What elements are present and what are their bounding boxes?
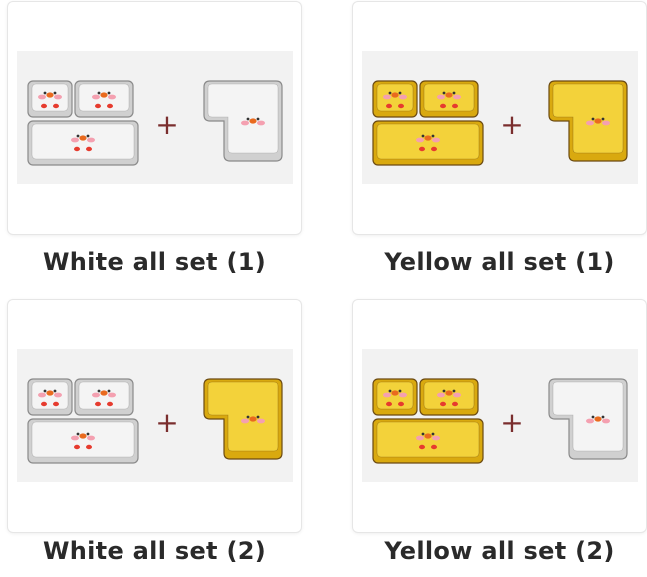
- chick-face: [416, 432, 440, 450]
- plus-sign: +: [500, 406, 523, 439]
- chick-face: [92, 91, 116, 109]
- chick-face: [38, 389, 62, 407]
- wide-keycap: [27, 418, 139, 464]
- product-caption[interactable]: Yellow all set (1): [384, 248, 615, 276]
- wide-keycap: [27, 120, 139, 166]
- l-shaped-keycap: [548, 378, 628, 460]
- small-keycap: [74, 80, 134, 118]
- chick-face: [416, 134, 440, 152]
- small-keycap: [27, 80, 73, 118]
- chick-face: [71, 432, 95, 450]
- wide-keycap: [372, 418, 484, 464]
- keycap-group: [372, 80, 484, 166]
- product-caption[interactable]: White all set (1): [42, 248, 267, 276]
- chick-face: [437, 91, 461, 109]
- small-keycap: [419, 378, 479, 416]
- keycap-set-image: +: [17, 349, 293, 482]
- product-card-white-set-2[interactable]: +: [8, 300, 301, 532]
- chick-face: [241, 117, 265, 126]
- keycap-group: [27, 80, 139, 166]
- small-keycap: [74, 378, 134, 416]
- chick-face: [437, 389, 461, 407]
- chick-face: [241, 415, 265, 424]
- plus-sign: +: [155, 108, 178, 141]
- small-keycap: [27, 378, 73, 416]
- small-keycap: [419, 80, 479, 118]
- keycap-group: [27, 378, 139, 464]
- chick-face: [586, 415, 610, 424]
- keycap-set-image: +: [362, 51, 638, 184]
- chick-face: [92, 389, 116, 407]
- l-shaped-keycap: [548, 80, 628, 162]
- product-caption[interactable]: White all set (2): [42, 537, 267, 565]
- wide-keycap: [372, 120, 484, 166]
- keycap-set-image: +: [17, 51, 293, 184]
- chick-face: [383, 389, 407, 407]
- product-card-white-set-1[interactable]: +: [8, 2, 301, 234]
- l-shaped-keycap: [203, 80, 283, 162]
- product-card-yellow-set-1[interactable]: +: [353, 2, 646, 234]
- product-card-yellow-set-2[interactable]: +: [353, 300, 646, 532]
- chick-face: [71, 134, 95, 152]
- small-keycap: [372, 378, 418, 416]
- plus-sign: +: [155, 406, 178, 439]
- keycap-group: [372, 378, 484, 464]
- chick-face: [586, 117, 610, 126]
- chick-face: [383, 91, 407, 109]
- product-caption[interactable]: Yellow all set (2): [384, 537, 615, 565]
- small-keycap: [372, 80, 418, 118]
- chick-face: [38, 91, 62, 109]
- plus-sign: +: [500, 108, 523, 141]
- keycap-set-image: +: [362, 349, 638, 482]
- l-shaped-keycap: [203, 378, 283, 460]
